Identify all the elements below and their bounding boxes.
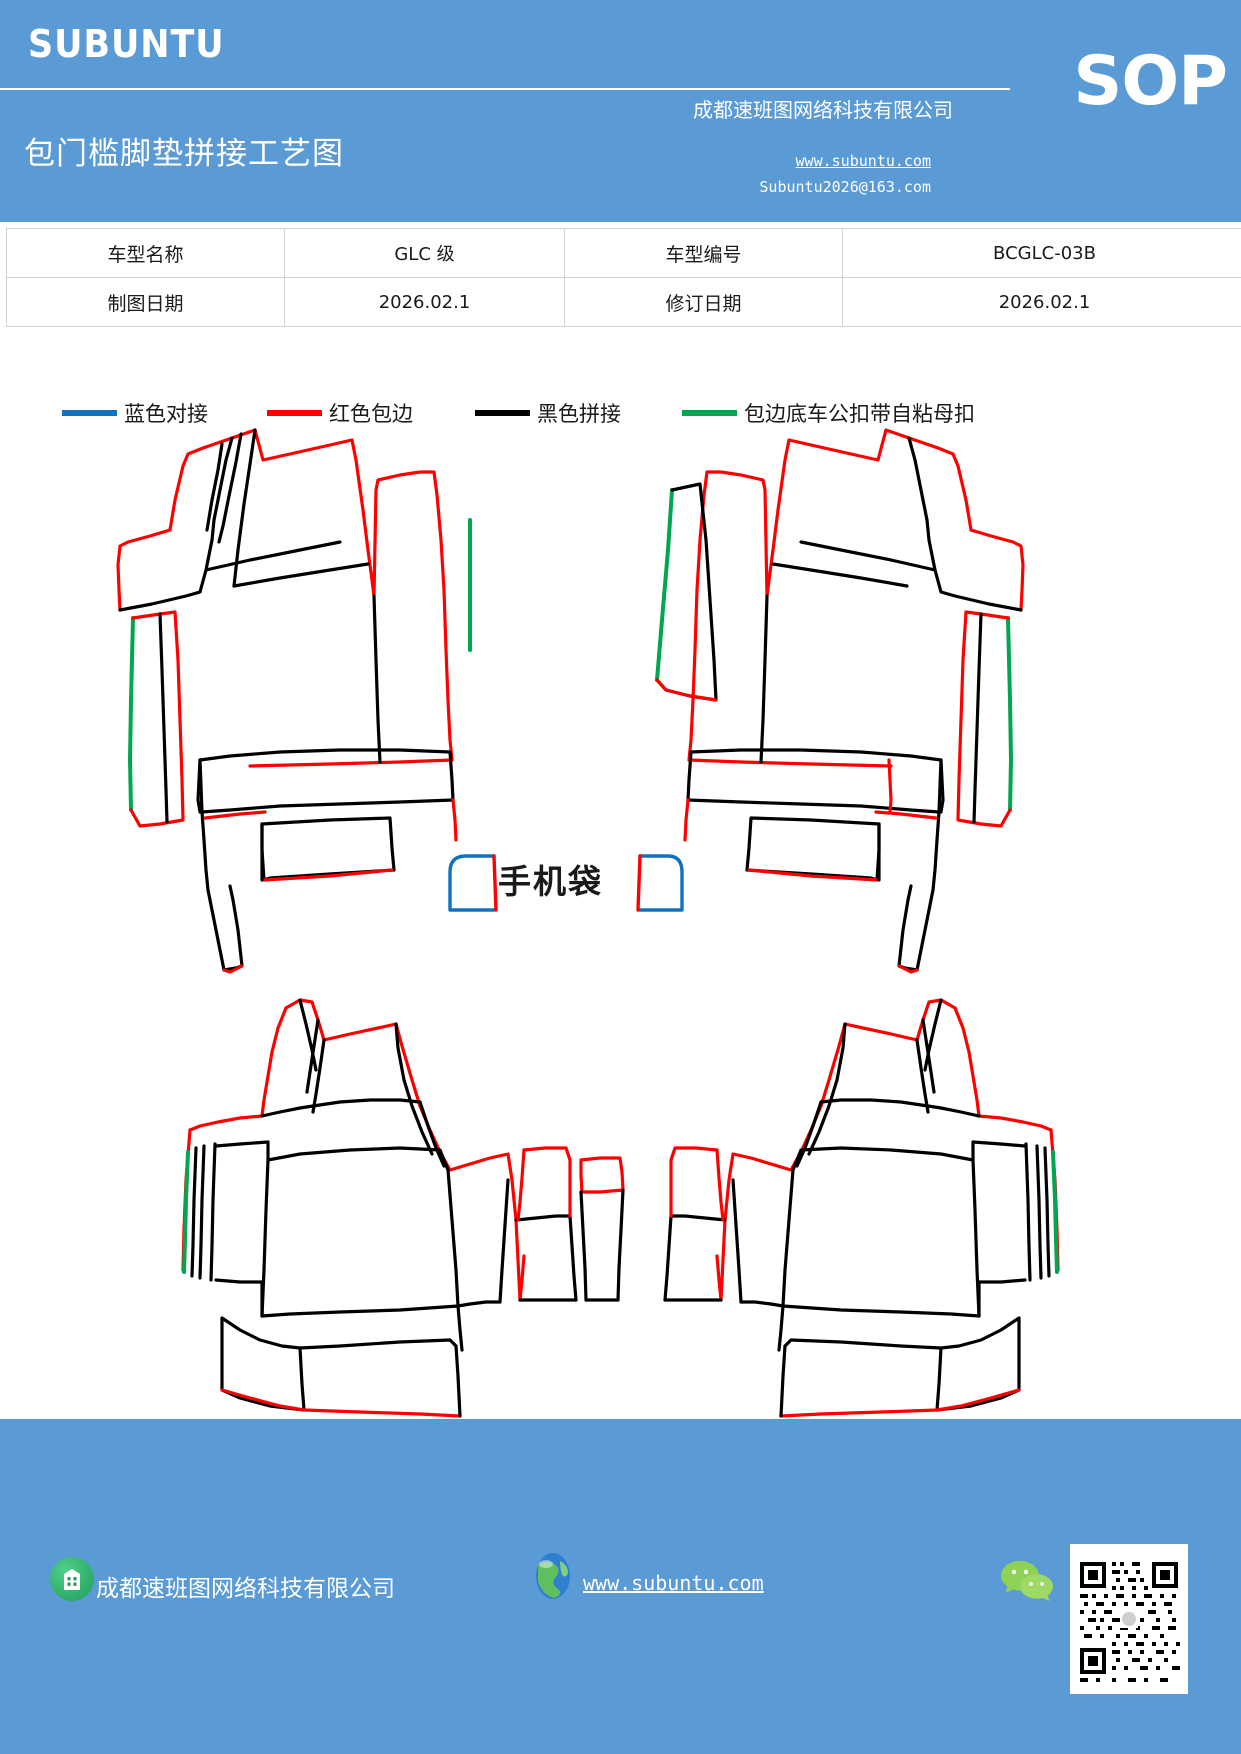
legend-swatch-red-icon [267, 410, 322, 416]
qr-code [1070, 1544, 1188, 1694]
header-company-name: 成都速班图网络科技有限公司 [693, 100, 953, 122]
legend-label-blue: 蓝色对接 [124, 402, 208, 426]
cell-revision-date-label: 修订日期 [564, 277, 843, 327]
rear-right-floor-mat [579, 998, 1060, 1418]
legend-label-black: 黑色拼接 [537, 402, 621, 426]
wechat-icon [1000, 1559, 1054, 1603]
legend-item-blue: 蓝色对接 [62, 398, 208, 428]
page-title: 包门槛脚垫拼接工艺图 [24, 136, 344, 171]
cell-model-name-label: 车型名称 [6, 228, 285, 278]
header-email: Subuntu2026@163.com [759, 178, 931, 196]
brand-logo: SUBUNTU [28, 22, 225, 66]
phone-pocket-label: 手机袋 [498, 862, 603, 901]
legend-item-green: 包边底车公扣带自粘母扣 [682, 398, 975, 428]
cell-model-code-value: BCGLC-03B [842, 228, 1241, 278]
footer-website-link[interactable]: www.subuntu.com [583, 1571, 764, 1595]
cell-revision-date-value: 2026.02.1 [842, 277, 1241, 327]
technical-drawing-canvas [0, 400, 1241, 1430]
sop-badge: SOP [1073, 42, 1228, 121]
legend-item-black: 黑色拼接 [475, 398, 621, 428]
cell-draw-date-value: 2026.02.1 [284, 277, 565, 327]
legend-swatch-black-icon [475, 410, 530, 416]
front-right-floor-mat [655, 428, 1025, 974]
phone-pocket-piece [448, 854, 684, 912]
legend-label-red: 红色包边 [329, 402, 413, 426]
cell-model-code-label: 车型编号 [564, 228, 843, 278]
legend-label-green: 包边底车公扣带自粘母扣 [744, 402, 975, 426]
header-divider [0, 88, 1010, 90]
legend: 蓝色对接 红色包边 黑色拼接 包边底车公扣带自粘母扣 [62, 398, 1062, 432]
footer-company-name: 成都速班图网络科技有限公司 [96, 1576, 395, 1601]
rear-left-floor-mat [181, 998, 578, 1418]
page-header: SUBUNTU 包门槛脚垫拼接工艺图 SOP 成都速班图网络科技有限公司 www… [0, 0, 1241, 222]
legend-item-red: 红色包边 [267, 398, 413, 428]
legend-swatch-blue-icon [62, 410, 117, 416]
vehicle-info-table: 车型名称 GLC 级 车型编号 BCGLC-03B 制图日期 2026.02.1… [6, 228, 1241, 327]
cell-draw-date-label: 制图日期 [6, 277, 285, 327]
table-row: 制图日期 2026.02.1 修订日期 2026.02.1 [6, 277, 1241, 327]
front-left-floor-mat [116, 428, 472, 974]
legend-swatch-green-icon [682, 410, 737, 416]
cell-model-name-value: GLC 级 [284, 228, 565, 278]
table-row: 车型名称 GLC 级 车型编号 BCGLC-03B [6, 228, 1241, 278]
building-icon [50, 1557, 94, 1601]
globe-icon [530, 1551, 576, 1601]
page-footer: 成都速班图网络科技有限公司 www.subuntu.com [0, 1419, 1241, 1754]
header-website-link[interactable]: www.subuntu.com [795, 152, 931, 170]
